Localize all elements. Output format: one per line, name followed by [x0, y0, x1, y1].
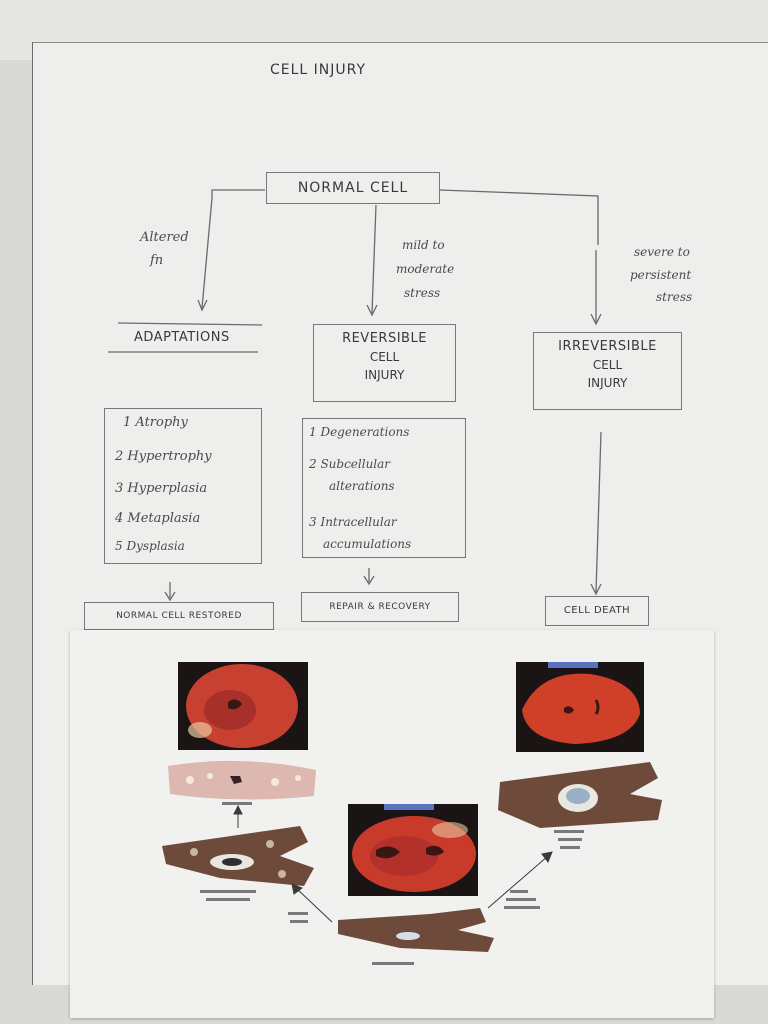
adaptation-item: 4 Metaplasia — [115, 511, 200, 526]
edge-label-mid-1: mild to — [402, 238, 445, 252]
adapted-myocyte-icon — [162, 826, 314, 886]
cell-death-box: CELL DEATH — [545, 596, 649, 626]
adaptation-item: 2 Hypertrophy — [115, 449, 212, 464]
reversible-item: alterations — [329, 479, 395, 493]
reversible-heading-2: CELL — [314, 350, 455, 364]
edge-label-left-1: Altered — [140, 230, 189, 245]
edge-label-right-2: persistent — [630, 268, 691, 282]
edge-label-right-1: severe to — [634, 245, 690, 259]
heart-section-right-icon — [516, 662, 644, 752]
reversible-item: 3 Intracellular — [309, 515, 397, 529]
normal-cell-box: NORMAL CELL — [266, 172, 440, 204]
heart-section-left-icon — [178, 662, 308, 750]
reversible-list-box: 1 Degenerations 2 Subcellular alteration… — [302, 418, 466, 558]
myocyte-figure — [70, 630, 714, 1018]
adaptation-item: 5 Dysplasia — [115, 539, 185, 553]
pasted-figure-sheet — [70, 630, 714, 1018]
injured-myocyte-icon — [498, 762, 662, 828]
reversible-item: 1 Degenerations — [309, 425, 409, 439]
reversible-item: accumulations — [323, 537, 411, 551]
cell-death-label: CELL DEATH — [546, 597, 648, 625]
adaptation-item: 3 Hyperplasia — [115, 481, 207, 496]
normal-cell-label: NORMAL CELL — [267, 173, 439, 203]
heart-section-center-icon — [348, 804, 478, 896]
repair-recovery-label: REPAIR & RECOVERY — [302, 593, 458, 621]
adaptation-item: 1 Atrophy — [123, 415, 188, 430]
adaptations-heading: ADAPTATIONS — [134, 330, 230, 345]
irreversible-heading-1: IRREVERSIBLE — [534, 339, 681, 354]
reversible-heading-3: INJURY — [314, 368, 455, 382]
edge-label-left-2: fn — [150, 253, 163, 268]
irreversible-injury-box: IRREVERSIBLE CELL INJURY — [533, 332, 682, 410]
dead-cells-strip-icon — [168, 761, 316, 800]
reversible-heading-1: REVERSIBLE — [314, 331, 455, 346]
irreversible-heading-3: INJURY — [534, 376, 681, 390]
normal-cell-restored-box: NORMAL CELL RESTORED — [84, 602, 274, 630]
edge-label-mid-2: moderate — [396, 262, 454, 276]
edge-label-mid-3: stress — [404, 286, 440, 300]
irreversible-heading-2: CELL — [534, 358, 681, 372]
edge-label-right-3: stress — [656, 290, 692, 304]
reversible-item: 2 Subcellular — [309, 457, 390, 471]
normal-myocyte-icon — [338, 908, 494, 952]
normal-cell-restored-label: NORMAL CELL RESTORED — [85, 603, 273, 629]
page-title: CELL INJURY — [270, 62, 366, 78]
repair-recovery-box: REPAIR & RECOVERY — [301, 592, 459, 622]
reversible-injury-box: REVERSIBLE CELL INJURY — [313, 324, 456, 402]
adaptations-list-box: 1 Atrophy 2 Hypertrophy 3 Hyperplasia 4 … — [104, 408, 262, 564]
